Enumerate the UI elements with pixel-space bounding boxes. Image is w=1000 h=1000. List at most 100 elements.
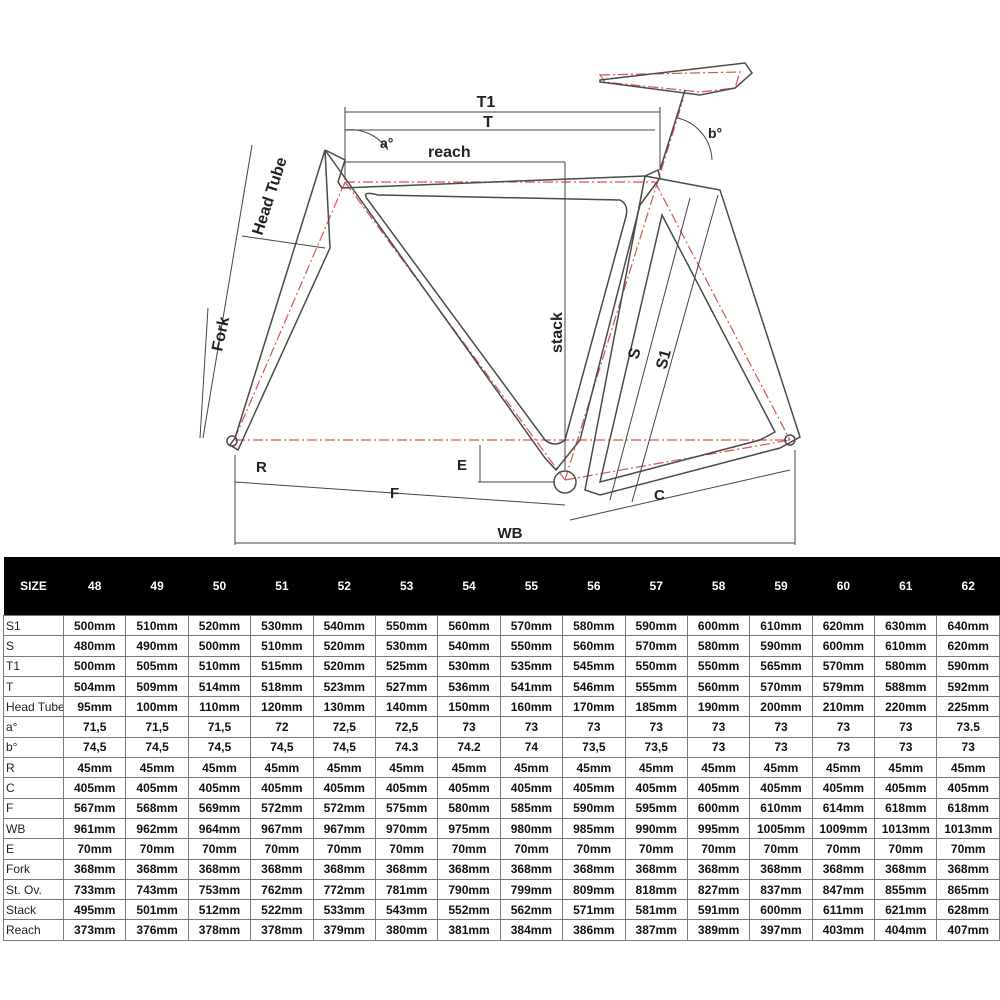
table-cell: 45mm (250, 757, 314, 779)
size-column-header: 53 (375, 557, 438, 616)
table-cell: 73 (749, 736, 813, 759)
table-cell: 368mm (499, 858, 564, 880)
table-cell: 1013mm (874, 817, 938, 840)
table-cell: 380mm (374, 919, 439, 941)
table-cell: 225mm (936, 696, 1000, 718)
table-cell: 72,5 (312, 716, 376, 738)
table-cell: 550mm (499, 635, 564, 657)
head-tube-label: Head Tube (250, 155, 291, 237)
table-cell: 590mm (562, 797, 626, 819)
table-cell: 620mm (811, 614, 876, 637)
size-column-header: 52 (313, 557, 376, 616)
table-cell: 73 (749, 716, 813, 738)
table-cell: 530mm (250, 614, 314, 637)
table-cell: 580mm (874, 655, 938, 677)
table-cell: 405mm (437, 777, 501, 799)
table-cell: 70mm (499, 838, 564, 860)
table-cell: 1009mm (811, 817, 876, 840)
table-cell: 827mm (686, 878, 751, 901)
table-cell: 74 (499, 736, 564, 759)
table-cell: 45mm (686, 757, 751, 779)
row-label: C (3, 777, 64, 799)
table-cell: 560mm (686, 675, 751, 698)
table-cell: 397mm (749, 919, 813, 941)
table-cell: 733mm (62, 878, 127, 901)
table-cell: 592mm (936, 675, 1000, 698)
table-cell: 501mm (125, 899, 189, 921)
table-cell: 580mm (437, 797, 501, 819)
table-cell: 368mm (686, 858, 751, 880)
table-cell: 543mm (374, 899, 439, 921)
table-cell: 837mm (749, 878, 813, 901)
table-cell: 73,5 (562, 736, 626, 759)
table-cell: 527mm (374, 675, 439, 698)
table-cell: 45mm (624, 757, 688, 779)
table-cell: 45mm (312, 757, 376, 779)
table-cell: 70mm (250, 838, 314, 860)
table-cell: 614mm (811, 797, 876, 819)
table-cell: 618mm (874, 797, 938, 819)
table-cell: 541mm (499, 675, 564, 698)
table-cell: 480mm (62, 635, 127, 657)
table-cell: 520mm (312, 655, 376, 677)
table-cell: 790mm (437, 878, 501, 901)
table-cell: 590mm (936, 655, 1000, 677)
s-label: S (625, 346, 644, 361)
table-cell: 73,5 (624, 736, 688, 759)
table-cell: 376mm (125, 919, 189, 941)
size-column-header: 56 (562, 557, 626, 616)
size-column-header: 51 (250, 557, 314, 616)
fork-label: Fork (209, 315, 233, 353)
table-cell: 378mm (250, 919, 314, 941)
table-cell: 73 (437, 716, 501, 738)
table-cell: 45mm (811, 757, 876, 779)
table-cell: 368mm (250, 858, 314, 880)
table-cell: 150mm (437, 696, 501, 718)
table-cell: 74.3 (374, 736, 439, 759)
centerlines (234, 71, 791, 481)
table-cell: 567mm (62, 797, 127, 819)
table-cell: 368mm (749, 858, 813, 880)
table-cell: 404mm (874, 919, 938, 941)
table-cell: 378mm (187, 919, 252, 941)
row-label: Stack (3, 899, 64, 921)
table-cell: 535mm (499, 655, 564, 677)
table-cell: 600mm (686, 797, 751, 819)
table-cell: 610mm (874, 635, 938, 657)
table-cell: 985mm (562, 817, 626, 840)
row-label: Reach (3, 919, 64, 941)
table-cell: 368mm (874, 858, 938, 880)
b-angle-label: b° (708, 125, 722, 141)
table-cell: 799mm (499, 878, 564, 901)
table-cell: 762mm (250, 878, 314, 901)
table-cell: 70mm (562, 838, 626, 860)
wb-label: WB (498, 525, 523, 542)
table-cell: 530mm (374, 635, 439, 657)
table-cell: 571mm (562, 899, 626, 921)
table-cell: 45mm (437, 757, 501, 779)
table-cell: 550mm (374, 614, 439, 637)
size-column-header: 61 (874, 557, 937, 616)
table-cell: 70mm (187, 838, 252, 860)
table-cell: 865mm (936, 878, 1000, 901)
table-cell: 550mm (686, 655, 751, 677)
table-cell: 73 (499, 716, 564, 738)
table-cell: 967mm (312, 817, 376, 840)
reach-label: reach (428, 144, 471, 161)
table-cell: 505mm (125, 655, 189, 677)
table-cell: 73 (686, 716, 751, 738)
table-cell: 72 (250, 716, 314, 738)
table-cell: 140mm (374, 696, 439, 718)
table-cell: 781mm (374, 878, 439, 901)
table-cell: 70mm (624, 838, 688, 860)
table-cell: 95mm (62, 696, 127, 718)
table-cell: 809mm (562, 878, 626, 901)
t-label: T (483, 114, 493, 131)
table-cell: 200mm (749, 696, 813, 718)
